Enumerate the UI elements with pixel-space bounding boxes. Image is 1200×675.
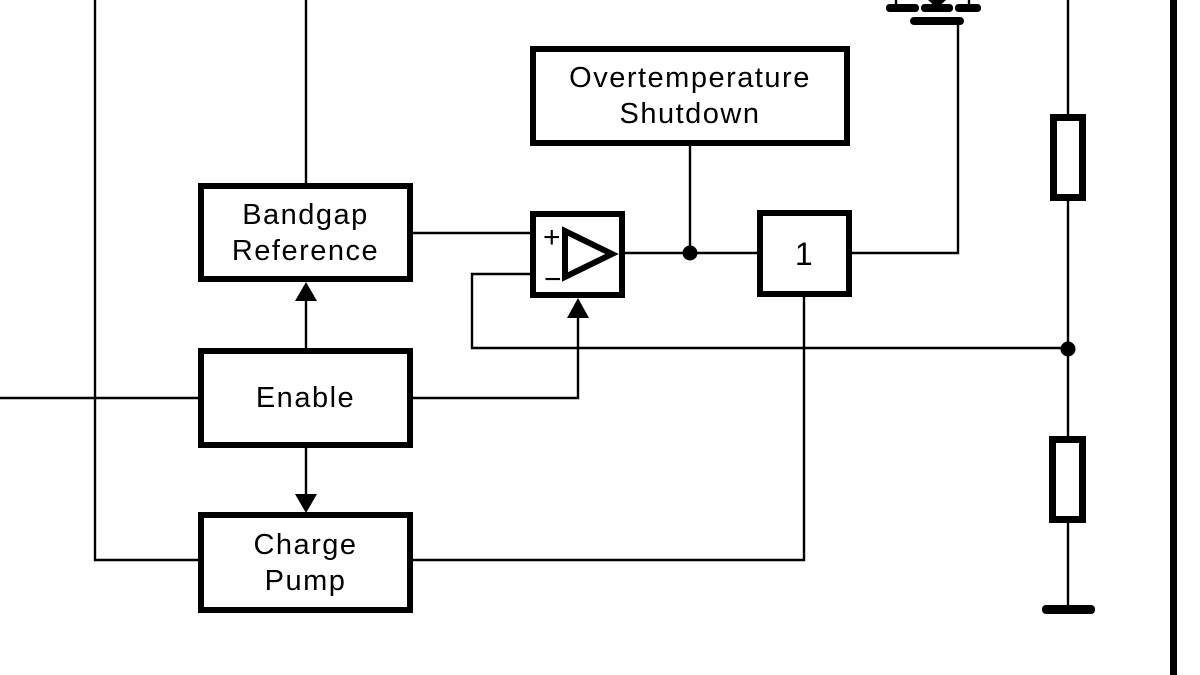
bandgap-label-line1: Bandgap — [242, 198, 369, 231]
opamp-minus-input-label: − — [544, 263, 562, 296]
figure-right-border — [1170, 0, 1177, 675]
error-amplifier-block: + − — [530, 211, 625, 298]
unity-gain-buffer-block: 1 — [757, 210, 852, 297]
resistor-bottom-icon — [1049, 436, 1086, 523]
ground-icon — [1042, 605, 1095, 614]
mosfet-channel-segment — [886, 4, 919, 12]
opamp-output-junction-dot — [682, 245, 698, 261]
arrowhead-down-charge-pump — [295, 494, 317, 513]
mosfet-gate-bar — [910, 17, 964, 25]
enable-block: Enable — [198, 348, 413, 448]
bandgap-reference-block: Bandgap Reference — [198, 183, 413, 282]
enable-label: Enable — [255, 382, 356, 414]
opamp-plus-input-label: + — [543, 221, 561, 254]
feedback-junction-dot — [1060, 341, 1076, 357]
overtemp-label-line1: Overtemperature — [569, 62, 811, 94]
mosfet-channel-segment — [921, 4, 953, 12]
charge-pump-label-line2: Pump — [264, 564, 347, 597]
wire-left-rail-to-charge-pump — [93, 0, 198, 562]
wire-charge-pump-to-buffer — [413, 297, 806, 562]
arrowhead-up-bandgap — [295, 282, 317, 301]
wire-feedback-to-opamp-minus — [470, 272, 1068, 350]
bandgap-label-line2: Reference — [231, 234, 380, 267]
arrowhead-up-opamp — [567, 298, 589, 318]
overtemp-label-line2: Shutdown — [619, 98, 761, 130]
opamp-triangle-icon — [562, 226, 619, 282]
wire-enable-to-opamp — [413, 317, 580, 400]
charge-pump-block: Charge Pump — [198, 512, 413, 613]
wire-buffer-to-gate — [852, 24, 960, 255]
mosfet-icon — [886, 0, 981, 25]
unity-gain-label: 1 — [794, 235, 815, 272]
charge-pump-label-line1: Charge — [253, 528, 358, 561]
overtemperature-shutdown-block: Overtemperature Shutdown — [530, 46, 850, 146]
mosfet-channel-segment — [955, 4, 981, 12]
resistor-top-icon — [1050, 114, 1086, 201]
